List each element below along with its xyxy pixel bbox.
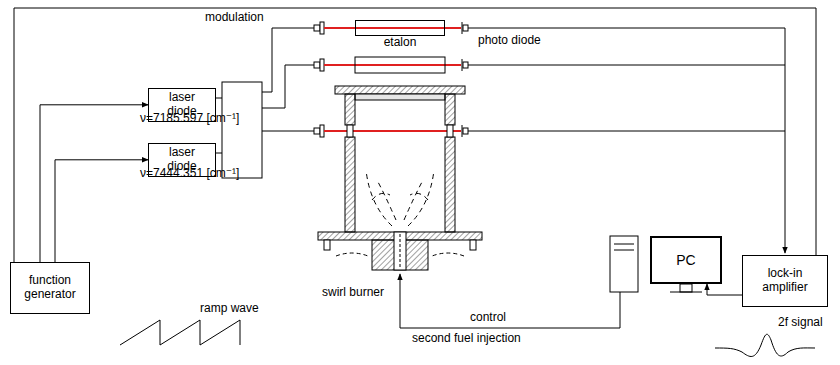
fiber-combiner bbox=[216, 82, 262, 178]
swirl-burner-drawing bbox=[355, 94, 445, 100]
laser-beam bbox=[324, 27, 461, 29]
photo-diode-symbol bbox=[463, 128, 468, 134]
pc-tower bbox=[614, 250, 634, 251]
photo-diode-symbol bbox=[462, 22, 468, 137]
photo-diode-symbol bbox=[462, 125, 463, 137]
signal-name: control bbox=[470, 311, 506, 325]
fiber-combiner bbox=[216, 153, 222, 154]
fiber-collimator bbox=[314, 62, 320, 68]
pc-tower bbox=[610, 236, 638, 292]
fiber-collimator bbox=[320, 22, 324, 34]
fiber-collimator bbox=[320, 125, 324, 137]
swirl-burner-drawing bbox=[378, 182, 396, 220]
signal-name: modulation bbox=[205, 11, 264, 25]
swirl-burner-drawing bbox=[318, 86, 482, 270]
ramp-wave-symbol bbox=[120, 320, 240, 345]
optical-fiber bbox=[262, 28, 314, 92]
wavenumber-label: ν=7444.351 [cm⁻¹] bbox=[140, 167, 239, 181]
swirl-burner-drawing bbox=[345, 137, 355, 232]
swirl-burner-drawing bbox=[445, 137, 455, 232]
function-generator-box: function generator bbox=[10, 262, 90, 314]
etalon-body bbox=[355, 57, 445, 73]
swirl-burner-drawing bbox=[347, 125, 353, 137]
photo-diode-symbol bbox=[463, 25, 468, 31]
detector-signal-wire bbox=[468, 65, 785, 66]
swirl-burner-drawing bbox=[366, 170, 434, 226]
swirl-burner-drawing bbox=[336, 253, 368, 256]
connector bbox=[55, 160, 148, 262]
swirl-burner-drawing bbox=[445, 94, 455, 125]
etalon-box: etalon bbox=[355, 20, 445, 36]
control-line bbox=[400, 274, 620, 328]
swirl-burner-drawing bbox=[447, 125, 453, 137]
waveform-name: 2f signal bbox=[778, 316, 823, 330]
photo-diode-symbol bbox=[463, 62, 468, 68]
swirl-burner-drawing bbox=[372, 193, 390, 200]
fiber-combiner bbox=[216, 98, 222, 99]
fiber-combiner bbox=[222, 82, 262, 178]
pc-tower bbox=[670, 292, 702, 293]
swirl-burner-drawing bbox=[408, 170, 434, 226]
detector-signal-wire bbox=[468, 28, 785, 253]
wavenumber-label: ν=7185.597 [cm⁻¹] bbox=[140, 112, 239, 126]
fiber-collimator bbox=[314, 22, 324, 137]
laser-beam bbox=[324, 130, 461, 132]
optical-fiber bbox=[262, 131, 314, 132]
swirl-burner-drawing bbox=[394, 232, 406, 270]
control-line bbox=[400, 274, 620, 328]
optical-fiber bbox=[262, 65, 314, 108]
detector-signal-wire bbox=[468, 28, 785, 29]
detector-signal-wire bbox=[785, 28, 786, 253]
swirl-burner-drawing bbox=[404, 182, 422, 220]
detector-signal-wire bbox=[468, 131, 785, 132]
swirl-burner-drawing bbox=[345, 94, 355, 125]
swirl-burner-drawing bbox=[400, 234, 401, 268]
pc-tower bbox=[614, 244, 634, 245]
fiber-collimator bbox=[314, 25, 320, 31]
pc-tower bbox=[680, 284, 692, 292]
connector bbox=[14, 8, 816, 262]
node-text: etalon bbox=[384, 36, 417, 50]
fiber-collimator bbox=[320, 59, 324, 71]
part-name: photo diode bbox=[478, 34, 541, 48]
swirl-burner-drawing bbox=[470, 240, 476, 250]
etalon-body bbox=[355, 57, 445, 73]
2f-signal-symbol bbox=[715, 334, 815, 356]
node-text: PC bbox=[676, 252, 695, 268]
waveform-name: ramp wave bbox=[200, 302, 259, 316]
node-text: lock-in amplifier bbox=[747, 267, 823, 295]
swirl-burner-drawing bbox=[324, 240, 330, 250]
signal-name: second fuel injection bbox=[412, 332, 521, 346]
swirl-burner-drawing bbox=[432, 253, 464, 256]
node-text: function generator bbox=[15, 274, 85, 302]
ramp-wave-symbol bbox=[120, 320, 240, 345]
swirl-burner-drawing bbox=[410, 193, 428, 200]
photo-diode-symbol bbox=[462, 59, 463, 71]
swirl-burner-drawing bbox=[366, 170, 392, 226]
connector bbox=[40, 105, 148, 262]
fiber-collimator bbox=[314, 128, 320, 134]
photo-diode-symbol bbox=[462, 22, 463, 34]
swirl-burner-drawing bbox=[336, 253, 464, 256]
lock-in-amplifier-box: lock-in amplifier bbox=[742, 255, 828, 307]
swirl-burner-drawing bbox=[335, 86, 465, 94]
part-name: swirl burner bbox=[322, 286, 384, 300]
laser-beam bbox=[324, 28, 461, 131]
pc-monitor: PC bbox=[650, 236, 722, 284]
connector bbox=[707, 284, 742, 295]
laser-beam bbox=[324, 64, 461, 66]
2f-signal-symbol bbox=[715, 334, 815, 356]
optical-fiber bbox=[262, 28, 314, 131]
